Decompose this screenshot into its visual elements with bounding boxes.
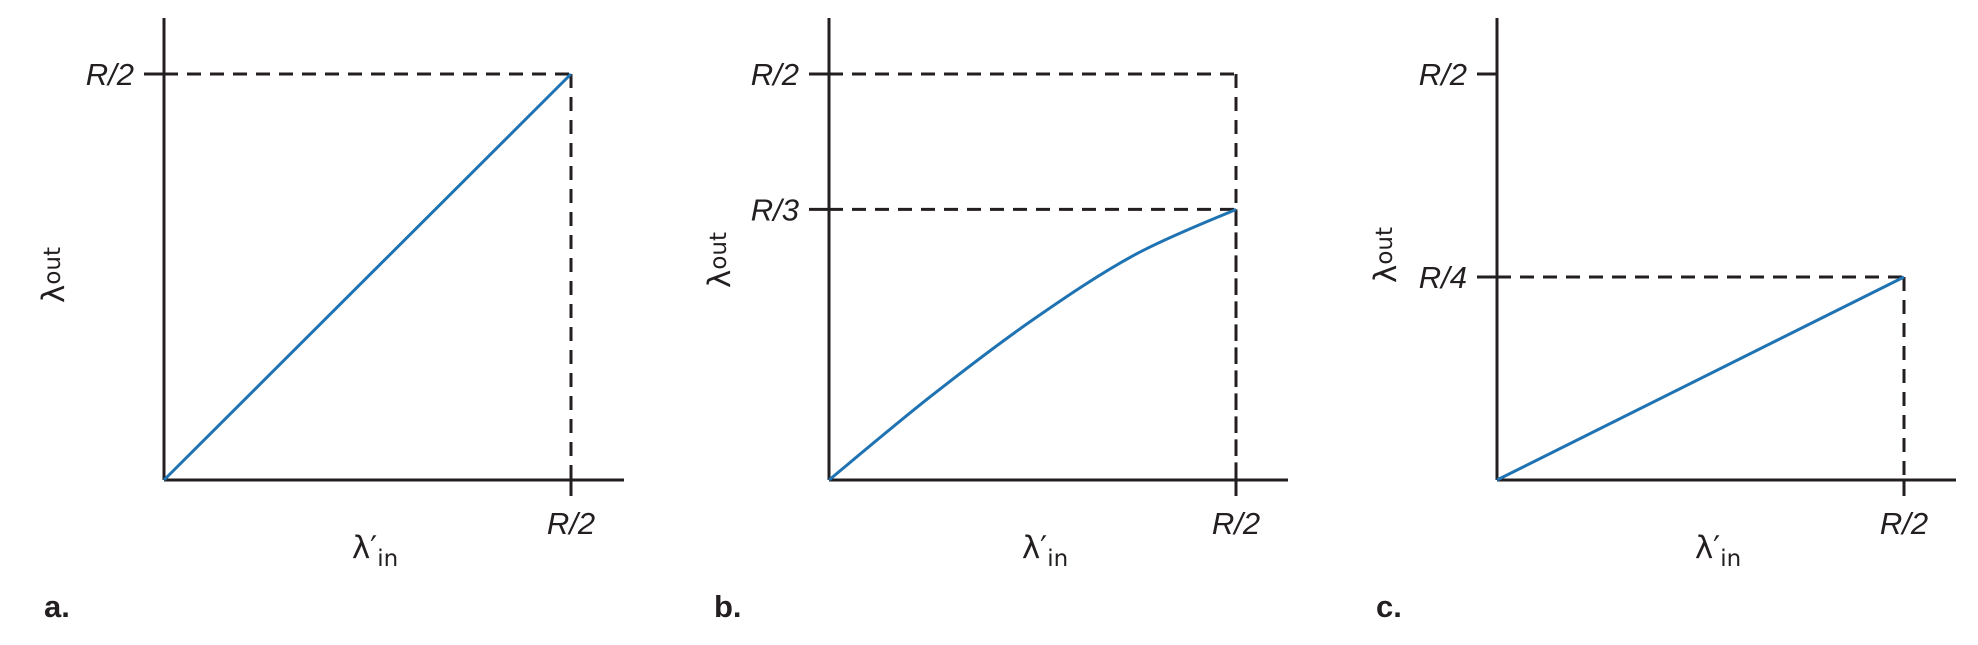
panel-b-series-line-0: [828, 207, 1237, 482]
panel-b-y-tick-label-1: R/3: [751, 192, 799, 227]
panel-c-marks: R/2R/4R/2: [1419, 18, 1956, 541]
panel-b-y-tick-label-0: R/2: [751, 57, 799, 92]
panel-c-x-tick-label-0: R/2: [1880, 506, 1928, 541]
panel-a: R/2R/2 λ′in λout a.: [36, 18, 624, 624]
panel-a-y-axis-label: λout: [36, 247, 72, 303]
panel-a-x-tick-label-0: R/2: [547, 506, 595, 541]
panel-c-label: c.: [1376, 589, 1402, 624]
panel-c-x-axis-label: λ′in: [1695, 530, 1741, 572]
panel-a-x-axis-label: λ′in: [352, 530, 398, 572]
panel-b-y-axis-label: λout: [702, 232, 738, 288]
panel-c-y-tick-label-0: R/2: [1419, 57, 1467, 92]
panel-b-x-tick-label-0: R/2: [1212, 506, 1260, 541]
panel-a-y-tick-label-0: R/2: [86, 57, 134, 92]
panel-b-marks: R/2R/3R/2: [751, 18, 1288, 541]
panel-a-series-line-0: [162, 72, 573, 482]
panel-b: R/2R/3R/2 λ′in λout b.: [702, 18, 1288, 624]
panel-c-series-line-0: [1496, 275, 1905, 482]
panel-b-x-axis-label: λ′in: [1022, 530, 1068, 572]
panel-a-label: a.: [44, 589, 70, 624]
panel-c-y-axis-label: λout: [1368, 227, 1404, 283]
panel-a-marks: R/2R/2: [86, 18, 624, 541]
panel-c-y-tick-label-1: R/4: [1419, 260, 1467, 295]
panel-b-label: b.: [714, 589, 742, 624]
panel-c: R/2R/4R/2 λ′in λout c.: [1368, 18, 1956, 624]
